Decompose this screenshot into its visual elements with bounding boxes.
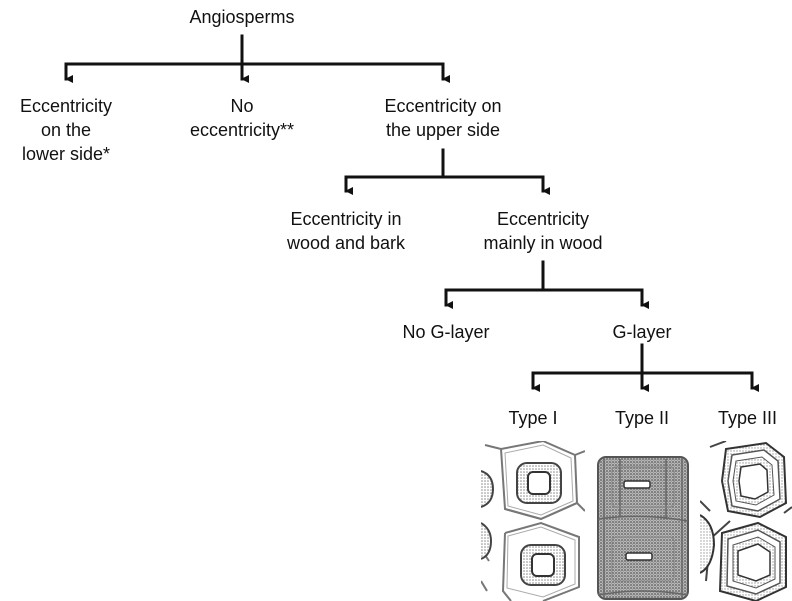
root-node: Angiosperms [142, 5, 342, 29]
node-type-ii-label: Type II [614, 408, 670, 428]
micrograph-type-ii [594, 455, 692, 601]
node-no-eccentricity-line: No [230, 96, 254, 116]
node-type-iii: Type III [703, 406, 792, 430]
node-upper-side-line: Eccentricity on [384, 96, 502, 116]
node-lower-side-line: Eccentricity [19, 96, 113, 116]
node-type-ii: Type II [597, 406, 687, 430]
node-no-eccentricity: No eccentricity** [172, 94, 312, 142]
node-g-layer-label: G-layer [612, 322, 672, 342]
node-lower-side-line: on the [40, 120, 92, 140]
micrograph-type-iii [700, 441, 792, 601]
node-wood-and-bark-line: wood and bark [286, 233, 406, 253]
node-wood-and-bark-line: Eccentricity in [290, 209, 402, 229]
node-wood-and-bark: Eccentricity in wood and bark [266, 207, 426, 255]
node-type-i-label: Type I [508, 408, 558, 428]
node-mainly-in-wood-line: Eccentricity [496, 209, 590, 229]
node-mainly-in-wood-line: mainly in wood [483, 233, 603, 253]
node-lower-side: Eccentricity on the lower side* [0, 94, 132, 166]
node-no-eccentricity-line: eccentricity** [189, 120, 295, 140]
node-no-g-layer: No G-layer [376, 320, 516, 344]
node-no-g-layer-label: No G-layer [402, 322, 490, 342]
root-label: Angiosperms [189, 7, 295, 27]
node-upper-side-line: the upper side [385, 120, 501, 140]
node-mainly-in-wood: Eccentricity mainly in wood [463, 207, 623, 255]
node-type-i: Type I [488, 406, 578, 430]
node-lower-side-line: lower side* [21, 144, 111, 164]
node-type-iii-label: Type III [717, 408, 778, 428]
node-upper-side: Eccentricity on the upper side [363, 94, 523, 142]
micrograph-type-i [481, 441, 585, 601]
node-g-layer: G-layer [582, 320, 702, 344]
